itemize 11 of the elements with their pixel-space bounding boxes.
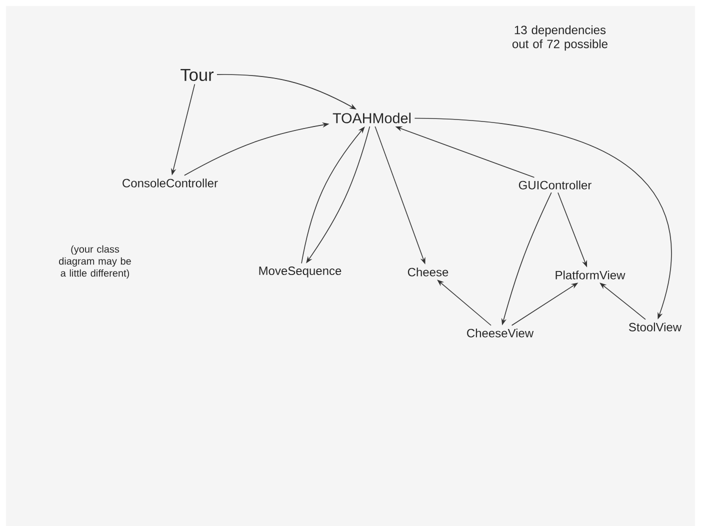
class-name: CheeseView xyxy=(467,328,534,338)
dependency-note: 13 dependencies out of 72 possible xyxy=(512,25,608,51)
class-name: Cheese xyxy=(408,268,448,276)
class-name: GUIController xyxy=(518,180,592,190)
class-name: StoolView xyxy=(628,322,682,332)
class-name: ConsoleController xyxy=(122,178,218,188)
class-name: PlatformView xyxy=(556,270,626,280)
class-name: TOAHModel xyxy=(332,112,411,124)
class-diagram-note: (your class diagram may be a little different) xyxy=(59,245,131,279)
class-name: MoveSequence xyxy=(259,266,342,278)
class-name: Tour xyxy=(180,68,214,82)
